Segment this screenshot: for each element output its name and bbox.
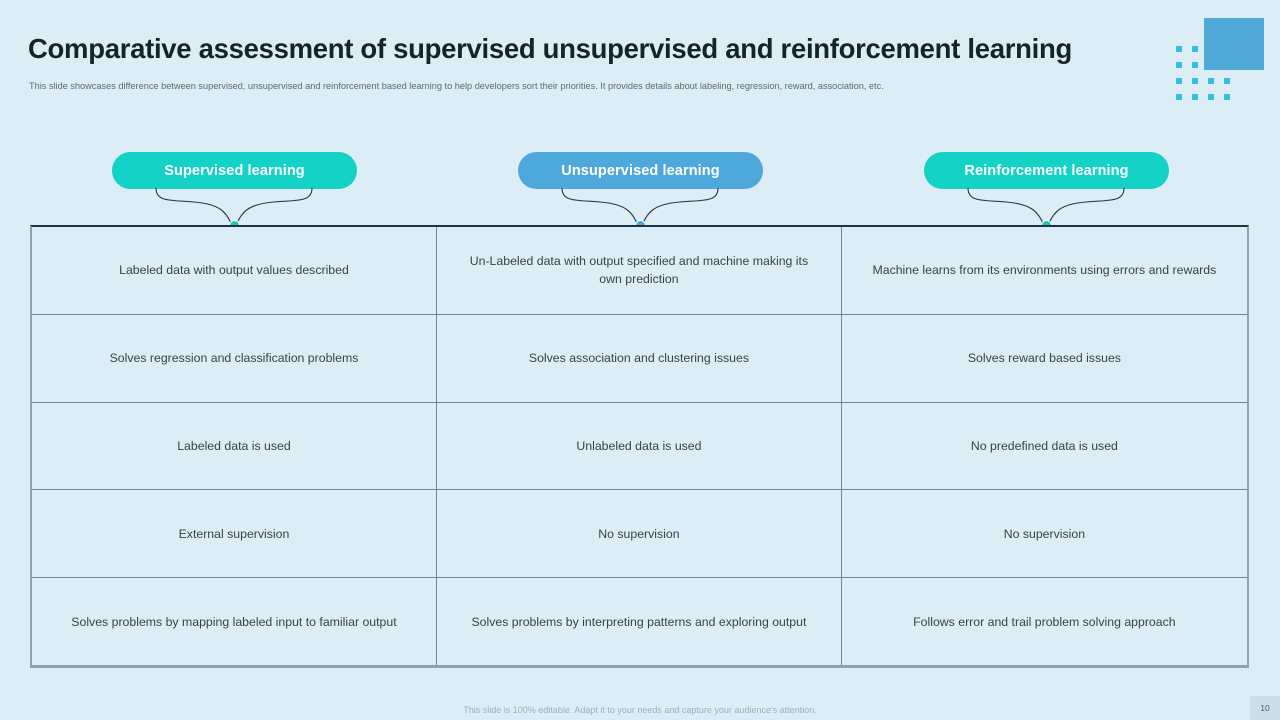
dot (1224, 78, 1230, 84)
table-cell: Labeled data is used (32, 402, 437, 490)
dot (1192, 46, 1198, 52)
table-cell: Solves problems by mapping labeled input… (32, 578, 437, 665)
column-header-supervised[interactable]: Supervised learning (112, 152, 357, 189)
dot (1176, 62, 1182, 68)
dot (1208, 78, 1214, 84)
table-cell: Unlabeled data is used (437, 402, 842, 490)
table-row: Labeled data with output values describe… (32, 227, 1247, 315)
dot (1224, 94, 1230, 100)
column-header-label: Unsupervised learning (561, 162, 720, 179)
table-cell: Solves regression and classification pro… (32, 314, 437, 402)
footer-note: This slide is 100% editable. Adapt it to… (463, 705, 817, 715)
comparison-table: Labeled data with output values describe… (30, 225, 1249, 668)
table-cell: Un-Labeled data with output specified an… (437, 227, 842, 314)
dot (1208, 94, 1214, 100)
dot (1192, 62, 1198, 68)
table-cell: No supervision (437, 490, 842, 578)
table-row: Labeled data is used Unlabeled data is u… (32, 402, 1247, 491)
corner-decoration (1176, 18, 1280, 100)
dot (1192, 78, 1198, 84)
column-header-label: Reinforcement learning (964, 162, 1129, 179)
column-header-unsupervised[interactable]: Unsupervised learning (518, 152, 763, 189)
blue-square-icon (1204, 18, 1264, 70)
table-cell: Solves problems by interpreting patterns… (437, 578, 842, 665)
dot (1192, 94, 1198, 100)
table-cell: External supervision (32, 490, 437, 578)
table-cell: Follows error and trail problem solving … (913, 614, 1176, 629)
page-title: Comparative assessment of supervised uns… (28, 33, 1072, 64)
table-row: External supervision No supervision No s… (32, 490, 1247, 579)
table-cell: Labeled data with output values describe… (32, 227, 437, 314)
table-cell: No supervision (1003, 526, 1086, 541)
column-header-reinforcement[interactable]: Reinforcement learning (924, 152, 1169, 189)
table-row: Solves regression and classification pro… (32, 314, 1247, 403)
dot (1176, 46, 1182, 52)
table-cell: Solves reward based issues (967, 351, 1121, 366)
table-row: Solves problems by mapping labeled input… (32, 578, 1247, 665)
dot (1176, 94, 1182, 100)
dot (1176, 78, 1182, 84)
page-number: 10 (1250, 696, 1280, 720)
table-cell: Machine learns from its environments usi… (872, 263, 1217, 278)
table-cell: No predefined data is used (970, 438, 1118, 453)
table-cell: Solves association and clustering issues (437, 314, 842, 402)
column-header-label: Supervised learning (164, 162, 305, 179)
page-subtitle: This slide showcases difference between … (29, 81, 884, 91)
